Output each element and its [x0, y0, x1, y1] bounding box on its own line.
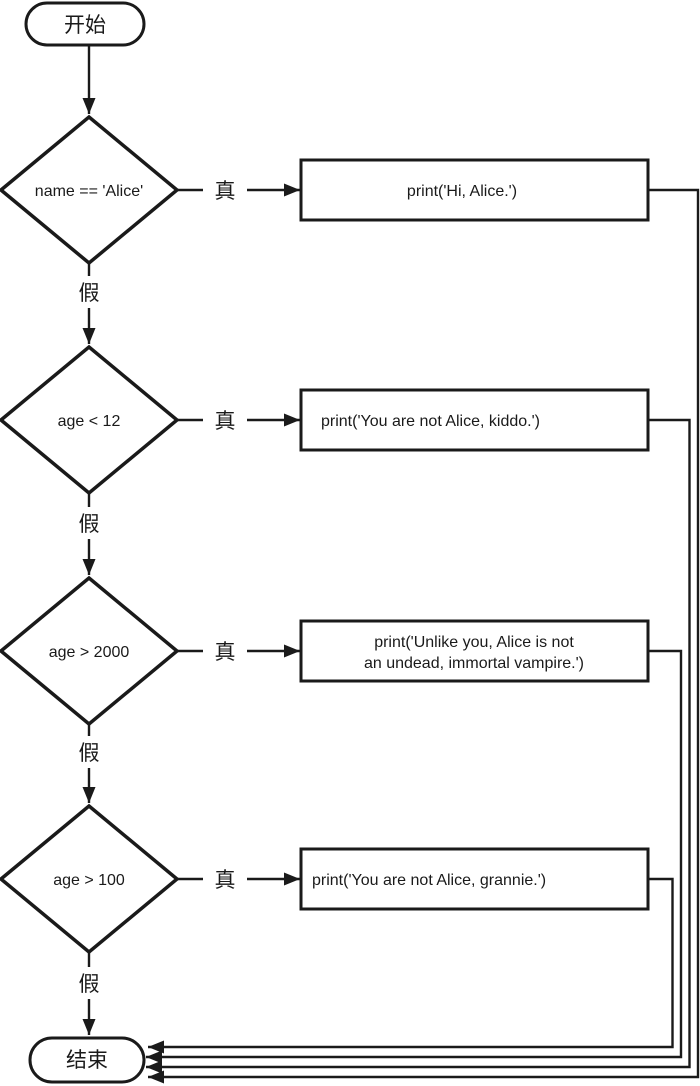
true-label-2-bg — [203, 405, 247, 435]
true-label-3: 真 — [215, 641, 236, 664]
true-label-1: 真 — [215, 180, 236, 203]
process-2-text: print('You are not Alice, kiddo.') — [321, 413, 540, 430]
process-1-return-arrow — [148, 188, 700, 1084]
process-4-text: print('You are not Alice, grannie.') — [312, 872, 546, 889]
decision-2-diamond — [0, 344, 180, 496]
true-label-3-bg — [203, 636, 247, 666]
start-terminal — [24, 1, 146, 47]
false-label-3: 假 — [79, 742, 100, 765]
false-label-3-bg — [72, 736, 106, 768]
process-3-return-arrow — [146, 649, 683, 1064]
process-3-text-line1: print('Unlike you, Alice is not — [374, 634, 574, 651]
decision-1-label: name == 'Alice' — [35, 183, 143, 200]
decision-3-label: age > 2000 — [49, 644, 130, 661]
end-terminal — [28, 1036, 146, 1084]
decision-3-diamond — [0, 575, 180, 727]
false-label-4: 假 — [79, 973, 100, 996]
false-label-2-bg — [72, 507, 106, 539]
process-2-return-arrow — [146, 418, 691, 1074]
false-label-1-bg — [72, 276, 106, 308]
true-label-4-bg — [203, 864, 247, 894]
end-label: 结束 — [66, 1049, 108, 1072]
decision-4-diamond — [0, 803, 180, 955]
process-4-return-arrow — [148, 877, 674, 1054]
start-label: 开始 — [64, 14, 106, 37]
process-4-box — [299, 847, 650, 911]
decision-1-diamond — [0, 114, 180, 266]
process-1-box — [299, 158, 650, 222]
process-2-box — [299, 388, 650, 452]
process-1-text: print('Hi, Alice.') — [407, 183, 517, 200]
false-label-1: 假 — [79, 282, 100, 305]
false-label-4-bg — [72, 967, 106, 999]
false-label-2: 假 — [79, 513, 100, 536]
process-3-text-line2: an undead, immortal vampire.') — [364, 655, 584, 672]
true-label-4: 真 — [215, 869, 236, 892]
branch-label-backgrounds — [72, 175, 247, 999]
true-label-1-bg — [203, 175, 247, 205]
process-3-box — [299, 619, 650, 683]
true-label-2: 真 — [215, 410, 236, 433]
decision-4-label: age > 100 — [53, 872, 125, 889]
decision-2-label: age < 12 — [58, 413, 121, 430]
